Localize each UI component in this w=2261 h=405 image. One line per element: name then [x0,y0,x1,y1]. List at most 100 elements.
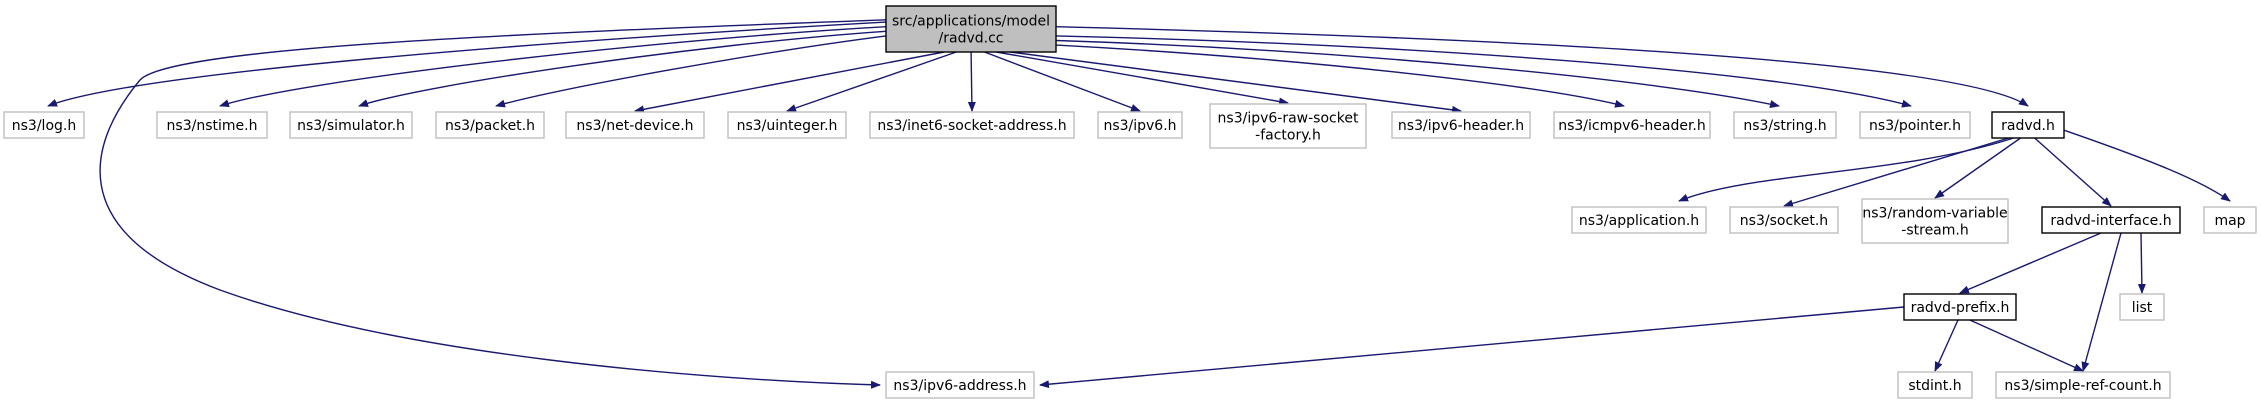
edge-root-to-ipv6 [984,51,1141,112]
node-radvdh[interactable]: radvd.h [1991,111,2065,139]
node-box-radvdh [1991,111,2065,139]
edge-root-to-string [1055,39,1780,108]
node-application: ns3/application.h [1571,206,1707,234]
node-box-ipv6raw [1209,103,1367,149]
edge-radvdh-to-iface [2034,137,2112,207]
node-box-inet6 [869,111,1075,139]
node-box-randomvar [1861,198,2009,244]
node-label-ipv6raw-line-1: -factory.h [1255,128,1321,144]
node-label-list-line-0: list [2132,300,2153,316]
node-label-application-line-0: ns3/application.h [1579,213,1699,229]
node-label-prefix-line-0: radvd-prefix.h [1911,300,2010,316]
edge-root-to-ipv6header [1010,51,1462,114]
edge-root-to-radvdh [1055,26,2029,107]
edge-root-to-uinteger [786,51,957,112]
node-ipv6: ns3/ipv6.h [1097,111,1183,139]
node-box-list [2119,293,2165,321]
node-packet: ns3/packet.h [435,111,545,139]
node-inet6: ns3/inet6-socket-address.h [869,111,1075,139]
node-label-uinteger-line-0: ns3/uinteger.h [737,118,838,134]
node-pointer: ns3/pointer.h [1859,111,1971,139]
node-box-iface [2041,206,2181,234]
node-label-refcount-line-0: ns3/simple-ref-count.h [2004,378,2161,394]
node-box-log [3,111,85,139]
node-box-icmpv6 [1553,111,1711,139]
node-iface[interactable]: radvd-interface.h [2041,206,2181,234]
node-log: ns3/log.h [3,111,85,139]
node-ipv6addr: ns3/ipv6-address.h [885,371,1035,399]
node-label-socket-line-0: ns3/socket.h [1740,213,1828,229]
node-box-map [2203,206,2257,234]
edge-iface-to-prefix [1959,232,2102,294]
node-refcount: ns3/simple-ref-count.h [1995,371,2171,399]
node-ipv6raw: ns3/ipv6-raw-socket-factory.h [1209,103,1367,149]
node-label-ipv6-line-0: ns3/ipv6.h [1103,118,1176,134]
node-label-simulator-line-0: ns3/simulator.h [297,118,405,134]
node-netdevice: ns3/net-device.h [565,111,705,139]
node-label-ipv6addr-line-0: ns3/ipv6-address.h [893,378,1026,394]
node-socket: ns3/socket.h [1729,206,1839,234]
edge-root-to-pointer [1055,35,1912,108]
node-simulator: ns3/simulator.h [289,111,413,139]
node-uinteger: ns3/uinteger.h [727,111,847,139]
node-label-inet6-line-0: ns3/inet6-socket-address.h [877,118,1066,134]
node-map: map [2203,206,2257,234]
node-label-icmpv6-line-0: ns3/icmpv6-header.h [1558,118,1706,134]
node-label-map-line-0: map [2214,213,2245,229]
edge-root-to-ipv6addr [99,19,887,389]
edge-radvdh-to-map [2063,129,2231,202]
edge-root-to-log [47,21,887,107]
node-prefix[interactable]: radvd-prefix.h [1903,293,2017,321]
nodes-layer: src/applications/model/radvd.cc ns3/log.h… [3,5,2257,399]
edge-iface-to-list [2137,232,2146,294]
edge-root-to-simulator [358,30,887,107]
node-box-refcount [1995,371,2171,399]
node-label-string-line-0: ns3/string.h [1743,118,1826,134]
node-box-netdevice [565,111,705,139]
node-box-stdint [1897,371,1973,399]
edge-radvdh-to-socket [1783,137,2009,208]
node-box-socket [1729,206,1839,234]
node-box-ipv6 [1097,111,1183,139]
node-box-simulator [289,111,413,139]
node-box-root [885,5,1057,53]
node-box-uinteger [727,111,847,139]
node-label-ipv6raw-line-0: ns3/ipv6-raw-socket [1218,111,1359,127]
edge-root-to-packet [495,35,887,108]
node-label-randomvar-line-0: ns3/random-variable [1862,206,2007,222]
node-label-log-line-0: ns3/log.h [12,118,76,134]
node-box-ipv6header [1391,111,1531,139]
edge-root-to-nstime [219,26,887,108]
node-box-application [1571,206,1707,234]
node-label-root-line-0: src/applications/model [892,14,1050,30]
node-box-packet [435,111,545,139]
node-label-randomvar-line-1: -stream.h [1901,223,1968,239]
edge-prefix-to-stdint [1934,319,1959,372]
edge-radvdh-to-randomvar [1934,137,2021,199]
node-label-root-line-1: /radvd.cc [939,31,1004,47]
node-icmpv6: ns3/icmpv6-header.h [1553,111,1711,139]
edge-iface-to-refcount [2081,232,2122,372]
node-box-prefix [1903,293,2017,321]
node-randomvar: ns3/random-variable-stream.h [1861,198,2009,244]
node-box-nstime [156,111,268,139]
node-label-nstime-line-0: ns3/nstime.h [167,118,258,134]
edges-layer [47,19,2231,389]
node-root[interactable]: src/applications/model/radvd.cc [885,5,1057,53]
edge-root-to-inet6 [967,51,976,112]
node-box-ipv6addr [885,371,1035,399]
node-box-string [1733,111,1837,139]
node-box-pointer [1859,111,1971,139]
node-list: list [2119,293,2165,321]
edge-root-to-icmpv6 [1055,44,1625,108]
node-string: ns3/string.h [1733,111,1837,139]
edge-radvdh-to-application [1678,137,2014,202]
edge-root-to-ipv6raw [996,51,1289,106]
node-label-ipv6header-line-0: ns3/ipv6-header.h [1398,118,1524,134]
node-label-stdint-line-0: stdint.h [1908,378,1961,394]
node-nstime: ns3/nstime.h [156,111,268,139]
edge-root-to-netdevice [634,51,945,114]
node-label-radvdh-line-0: radvd.h [2001,118,2055,134]
edge-prefix-to-refcount [1969,319,2084,372]
